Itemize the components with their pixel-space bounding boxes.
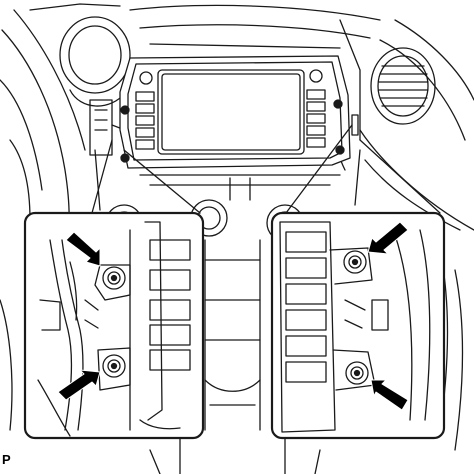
left-detail-callout	[23, 211, 205, 440]
right-detail-callout	[270, 211, 446, 440]
bold-arrow-icon	[65, 231, 101, 267]
display-unit	[119, 55, 351, 169]
bold-arrow-icon	[57, 369, 101, 401]
dashboard-background	[0, 3, 474, 474]
bold-arrow-icon	[370, 379, 409, 411]
figure-code-label: P	[2, 452, 11, 467]
bold-arrow-icon	[367, 221, 409, 255]
pointer-arrows	[57, 221, 409, 411]
callout-leaders	[91, 124, 441, 214]
